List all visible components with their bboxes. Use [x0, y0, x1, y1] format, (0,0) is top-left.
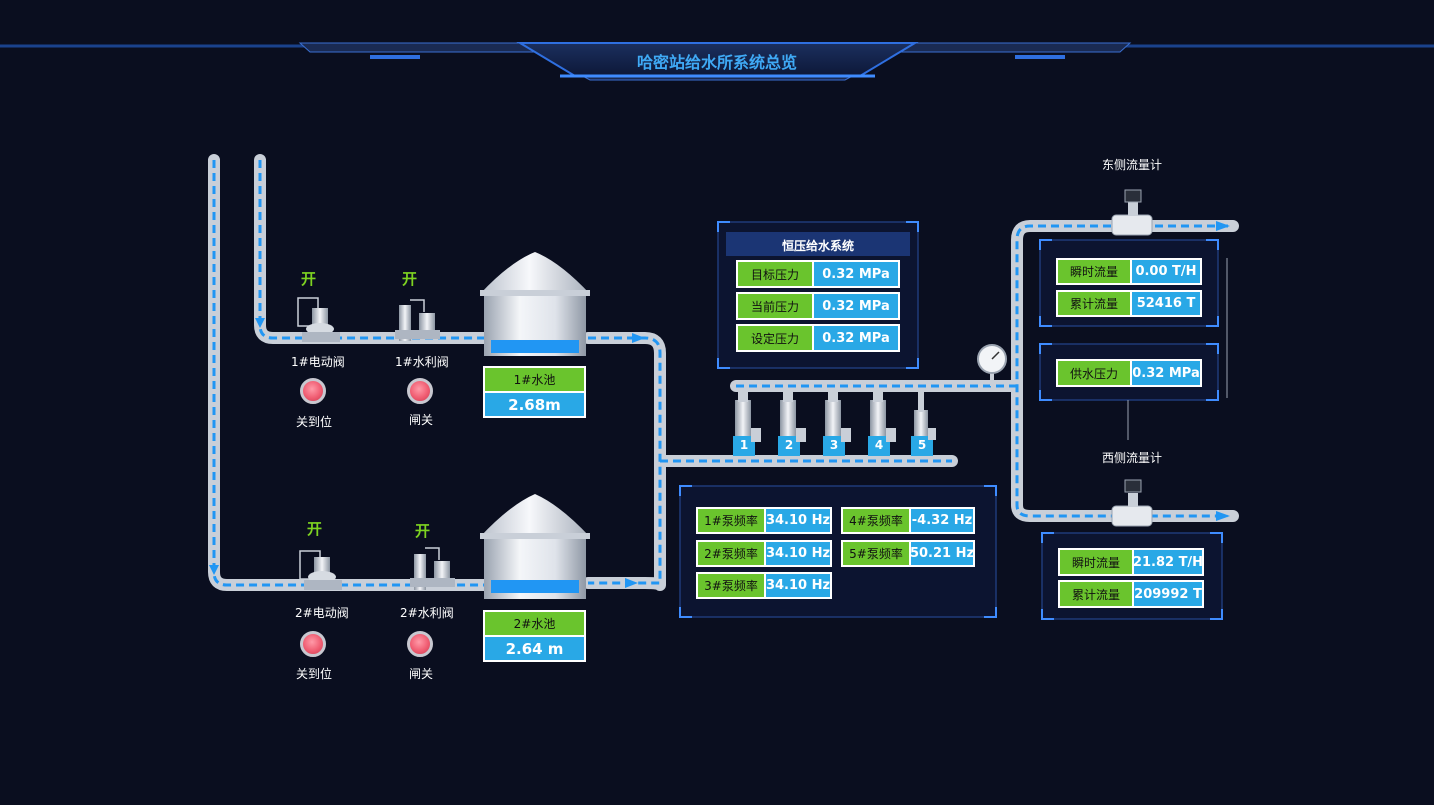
pump-5-freq-label: 5#泵频率 — [841, 540, 911, 567]
pump-1-freq-label: 1#泵频率 — [696, 507, 766, 534]
set-pressure-value: 0.32 MPa — [812, 324, 900, 352]
west-instant-flow-value: 21.82 T/H — [1132, 548, 1204, 576]
pump-1-freq-value: 34.10 Hz — [764, 507, 832, 534]
pool-1-level: 2.68m — [483, 391, 586, 418]
pump-3-number: 3 — [829, 438, 839, 452]
pump-3-freq-label: 3#泵频率 — [696, 572, 766, 599]
west-total-flow-label: 累计流量 — [1058, 580, 1134, 608]
pump-3-freq-value: 34.10 Hz — [764, 572, 832, 599]
electric-valve-2-label: 2#电动阀 — [295, 606, 349, 620]
electric-valve-2-status: 开 — [307, 520, 323, 538]
east-meter-title: 东侧流量计 — [1102, 158, 1163, 172]
pump-4-number: 4 — [874, 438, 884, 452]
hydraulic-valve-1[interactable] — [395, 299, 440, 341]
electric-valve-1-label: 1#电动阀 — [291, 355, 345, 369]
electric-valve-2[interactable] — [299, 550, 342, 590]
pump-4-freq-label: 4#泵频率 — [841, 507, 911, 534]
east-total-flow-label: 累计流量 — [1056, 290, 1132, 317]
panel-headers — [726, 232, 910, 256]
east-flowmeter-icon — [1111, 189, 1153, 236]
pump-3 — [823, 390, 851, 456]
electric-valve-1-status: 开 — [301, 270, 317, 288]
current-pressure-value: 0.32 MPa — [812, 292, 900, 320]
flow-arrows — [209, 221, 1230, 588]
pool-2-name: 2#水池 — [483, 610, 586, 637]
electric-valve-1[interactable] — [297, 297, 340, 342]
header-banner — [0, 42, 1434, 81]
pump-5-freq-value: 50.21 Hz — [909, 540, 975, 567]
electric-valve-1-indicator-label: 关到位 — [296, 415, 333, 429]
west-instant-flow-label: 瞬时流量 — [1058, 548, 1134, 576]
east-instant-flow-label: 瞬时流量 — [1056, 258, 1132, 285]
west-meter-title: 西侧流量计 — [1102, 451, 1163, 465]
pool-1-name: 1#水池 — [483, 366, 586, 393]
hydraulic-valve-1-indicator[interactable] — [407, 378, 433, 404]
pump-1-number: 1 — [739, 438, 749, 452]
tank-2 — [480, 494, 590, 599]
electric-valve-2-indicator[interactable] — [300, 631, 326, 657]
hydraulic-valve-1-label: 1#水利阀 — [395, 355, 449, 369]
pressure-gauge-icon — [977, 344, 1007, 386]
target-pressure-value: 0.32 MPa — [812, 260, 900, 288]
page-title: 哈密站给水所系统总览 — [636, 53, 797, 72]
hydraulic-valve-1-status: 开 — [402, 270, 418, 288]
tank-1 — [480, 252, 590, 356]
supply-pressure-label: 供水压力 — [1056, 359, 1132, 387]
hydraulic-valve-2[interactable] — [410, 547, 455, 590]
pump-2 — [778, 390, 806, 456]
pump-1 — [733, 390, 761, 456]
hydraulic-valve-2-label: 2#水利阀 — [400, 606, 454, 620]
pump-units — [733, 390, 936, 456]
set-pressure-label: 设定压力 — [736, 324, 814, 352]
hydraulic-valve-2-indicator[interactable] — [407, 631, 433, 657]
pump-2-freq-label: 2#泵频率 — [696, 540, 766, 567]
pump-5-number: 5 — [917, 438, 927, 452]
pump-2-freq-value: 34.10 Hz — [764, 540, 832, 567]
west-flowmeter-icon — [1111, 479, 1153, 527]
east-instant-flow-value: 0.00 T/H — [1130, 258, 1202, 285]
hydraulic-valve-1-indicator-label: 闸关 — [409, 413, 434, 427]
panel-corners — [679, 221, 1223, 620]
target-pressure-label: 目标压力 — [736, 260, 814, 288]
west-total-flow-value: 209992 T — [1132, 580, 1204, 608]
pump-4-freq-value: -4.32 Hz — [909, 507, 975, 534]
current-pressure-label: 当前压力 — [736, 292, 814, 320]
pool-2-level: 2.64 m — [483, 635, 586, 662]
pump-5 — [911, 390, 936, 456]
pump-2-number: 2 — [784, 438, 794, 452]
supply-pressure-value: 0.32 MPa — [1130, 359, 1202, 387]
electric-valve-1-indicator[interactable] — [300, 378, 326, 404]
flow-dashes — [212, 160, 1228, 587]
pressure-system-title: 恒压给水系统 — [781, 239, 854, 253]
hydraulic-valve-2-indicator-label: 闸关 — [409, 667, 434, 681]
pump-4 — [868, 390, 896, 456]
east-total-flow-value: 52416 T — [1130, 290, 1202, 317]
electric-valve-2-indicator-label: 关到位 — [296, 667, 333, 681]
hydraulic-valve-2-status: 开 — [415, 522, 431, 540]
